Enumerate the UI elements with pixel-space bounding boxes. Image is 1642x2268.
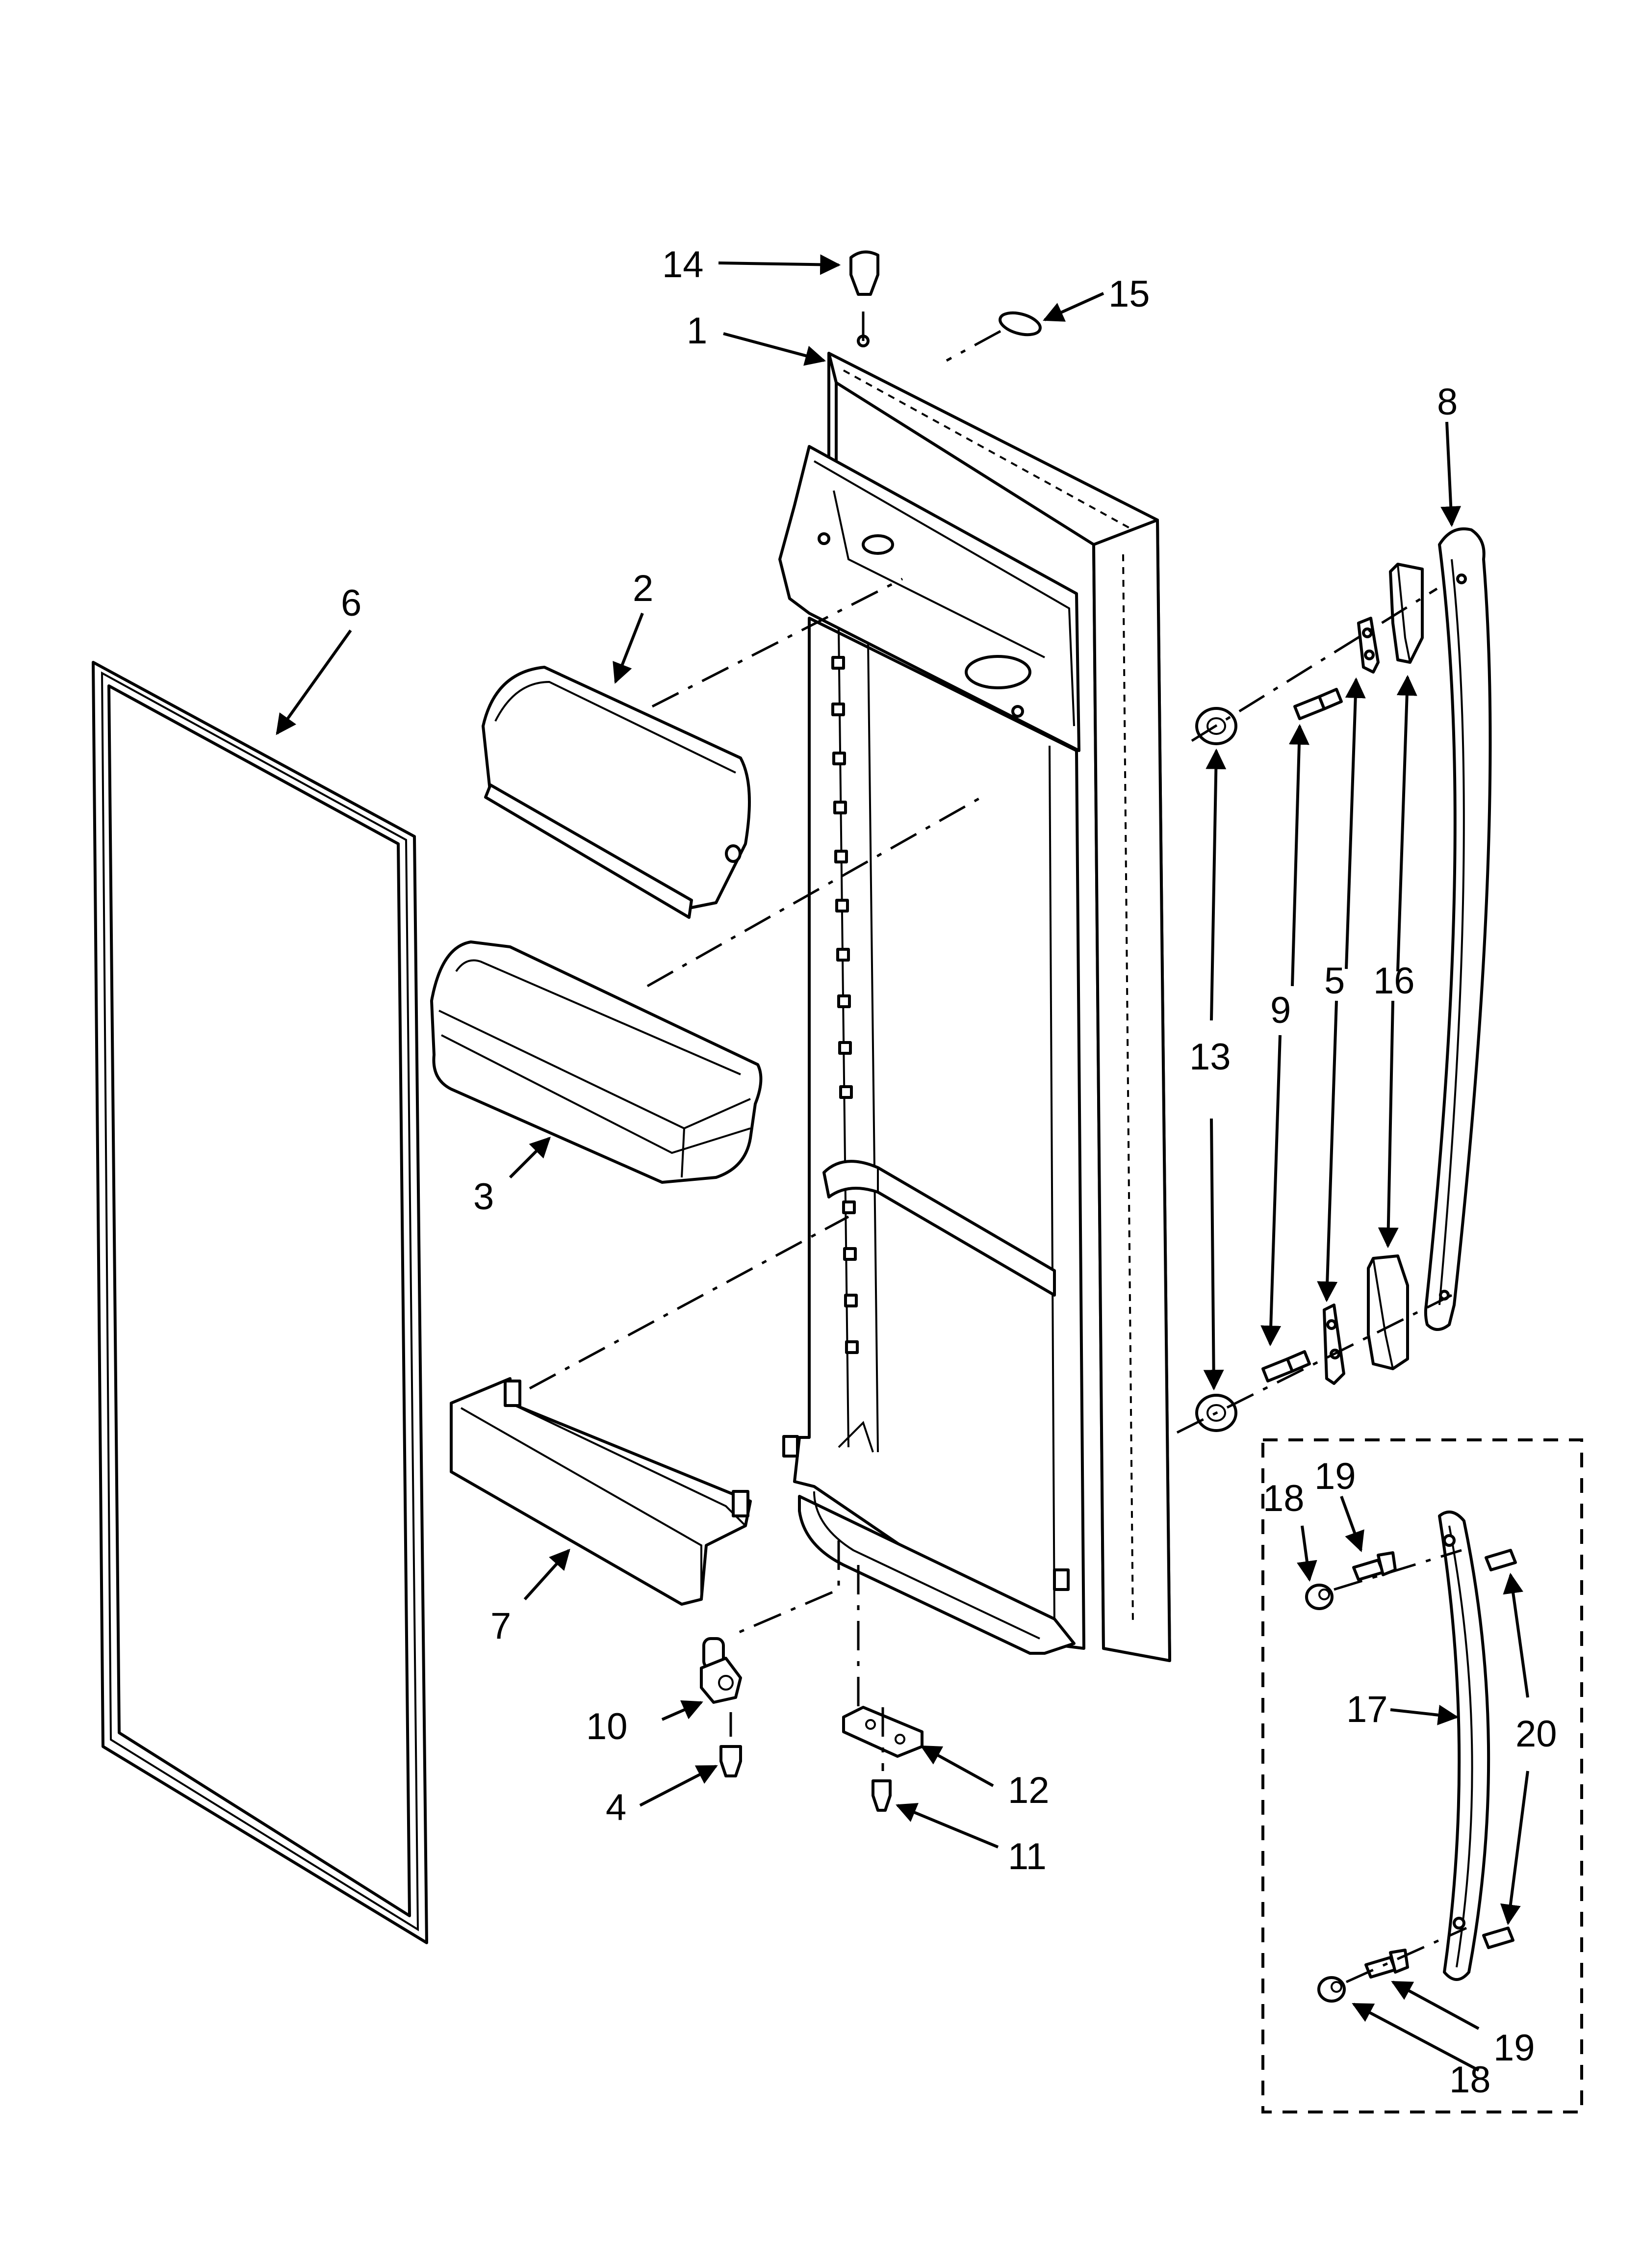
handle-base-top-part <box>1389 563 1424 664</box>
door-liner-part <box>778 335 1171 1662</box>
callout-20: 20 <box>1515 1713 1557 1755</box>
spacer-18-bottom-part <box>1317 1976 1346 2003</box>
screw-4-part <box>719 1745 742 1777</box>
shelf-bumps <box>831 656 859 1354</box>
spacer-18-top-part <box>1305 1584 1334 1610</box>
callout-4: 4 <box>606 1787 626 1828</box>
hinge-10-part <box>700 1637 742 1704</box>
callout-15: 15 <box>1108 273 1150 315</box>
callout-1: 1 <box>687 310 707 352</box>
callout-17: 17 <box>1346 1689 1388 1730</box>
callout-18-top: 18 <box>1263 1478 1305 1519</box>
callout-19-top: 19 <box>1314 1456 1356 1497</box>
callout-13: 13 <box>1189 1036 1231 1078</box>
callout-7: 7 <box>490 1605 511 1647</box>
callout-9: 9 <box>1270 990 1291 1031</box>
callout-8: 8 <box>1437 381 1458 423</box>
screw-20-bottom-part <box>1482 1927 1514 1949</box>
handle-bracket-top-part <box>1357 617 1380 674</box>
screw-9-bottom-part <box>1261 1350 1311 1382</box>
callout-16: 16 <box>1373 960 1415 1002</box>
callout-5: 5 <box>1324 960 1345 1002</box>
callout-3: 3 <box>473 1176 494 1218</box>
cap-14-part <box>849 250 879 296</box>
callout-14: 14 <box>662 244 704 286</box>
door-handle-part <box>1424 527 1492 1331</box>
assembly-lines <box>529 312 1467 1983</box>
door-bin-part <box>430 940 763 1184</box>
lower-bin-part <box>450 1377 752 1606</box>
callout-19-bottom: 19 <box>1493 2027 1535 2069</box>
alternate-handle-kit-box <box>1261 1438 1583 2113</box>
door-gasket-part <box>92 661 428 1944</box>
handle-base-bottom-part <box>1367 1254 1409 1370</box>
screw-9-top-part <box>1293 688 1343 720</box>
screw-19-top-part <box>1352 1551 1397 1581</box>
leader-arrows <box>276 254 1529 2072</box>
handle-17-part <box>1438 1511 1490 1981</box>
oring-15-part <box>999 311 1042 337</box>
callout-10: 10 <box>586 1706 628 1747</box>
callout-18-bottom: 18 <box>1449 2059 1491 2101</box>
screw-20-top-part <box>1485 1549 1517 1571</box>
screw-11-part <box>872 1779 892 1812</box>
handle-bracket-bottom-part <box>1323 1303 1345 1385</box>
callout-6: 6 <box>341 582 361 624</box>
callout-11: 11 <box>1008 1836 1047 1877</box>
dispenser-cover-part <box>482 666 751 919</box>
callout-2: 2 <box>633 568 653 609</box>
callout-labels: 14 15 1 8 2 6 16 5 9 13 3 7 19 18 10 17 … <box>341 244 1557 2101</box>
callout-12: 12 <box>1008 1770 1050 1811</box>
